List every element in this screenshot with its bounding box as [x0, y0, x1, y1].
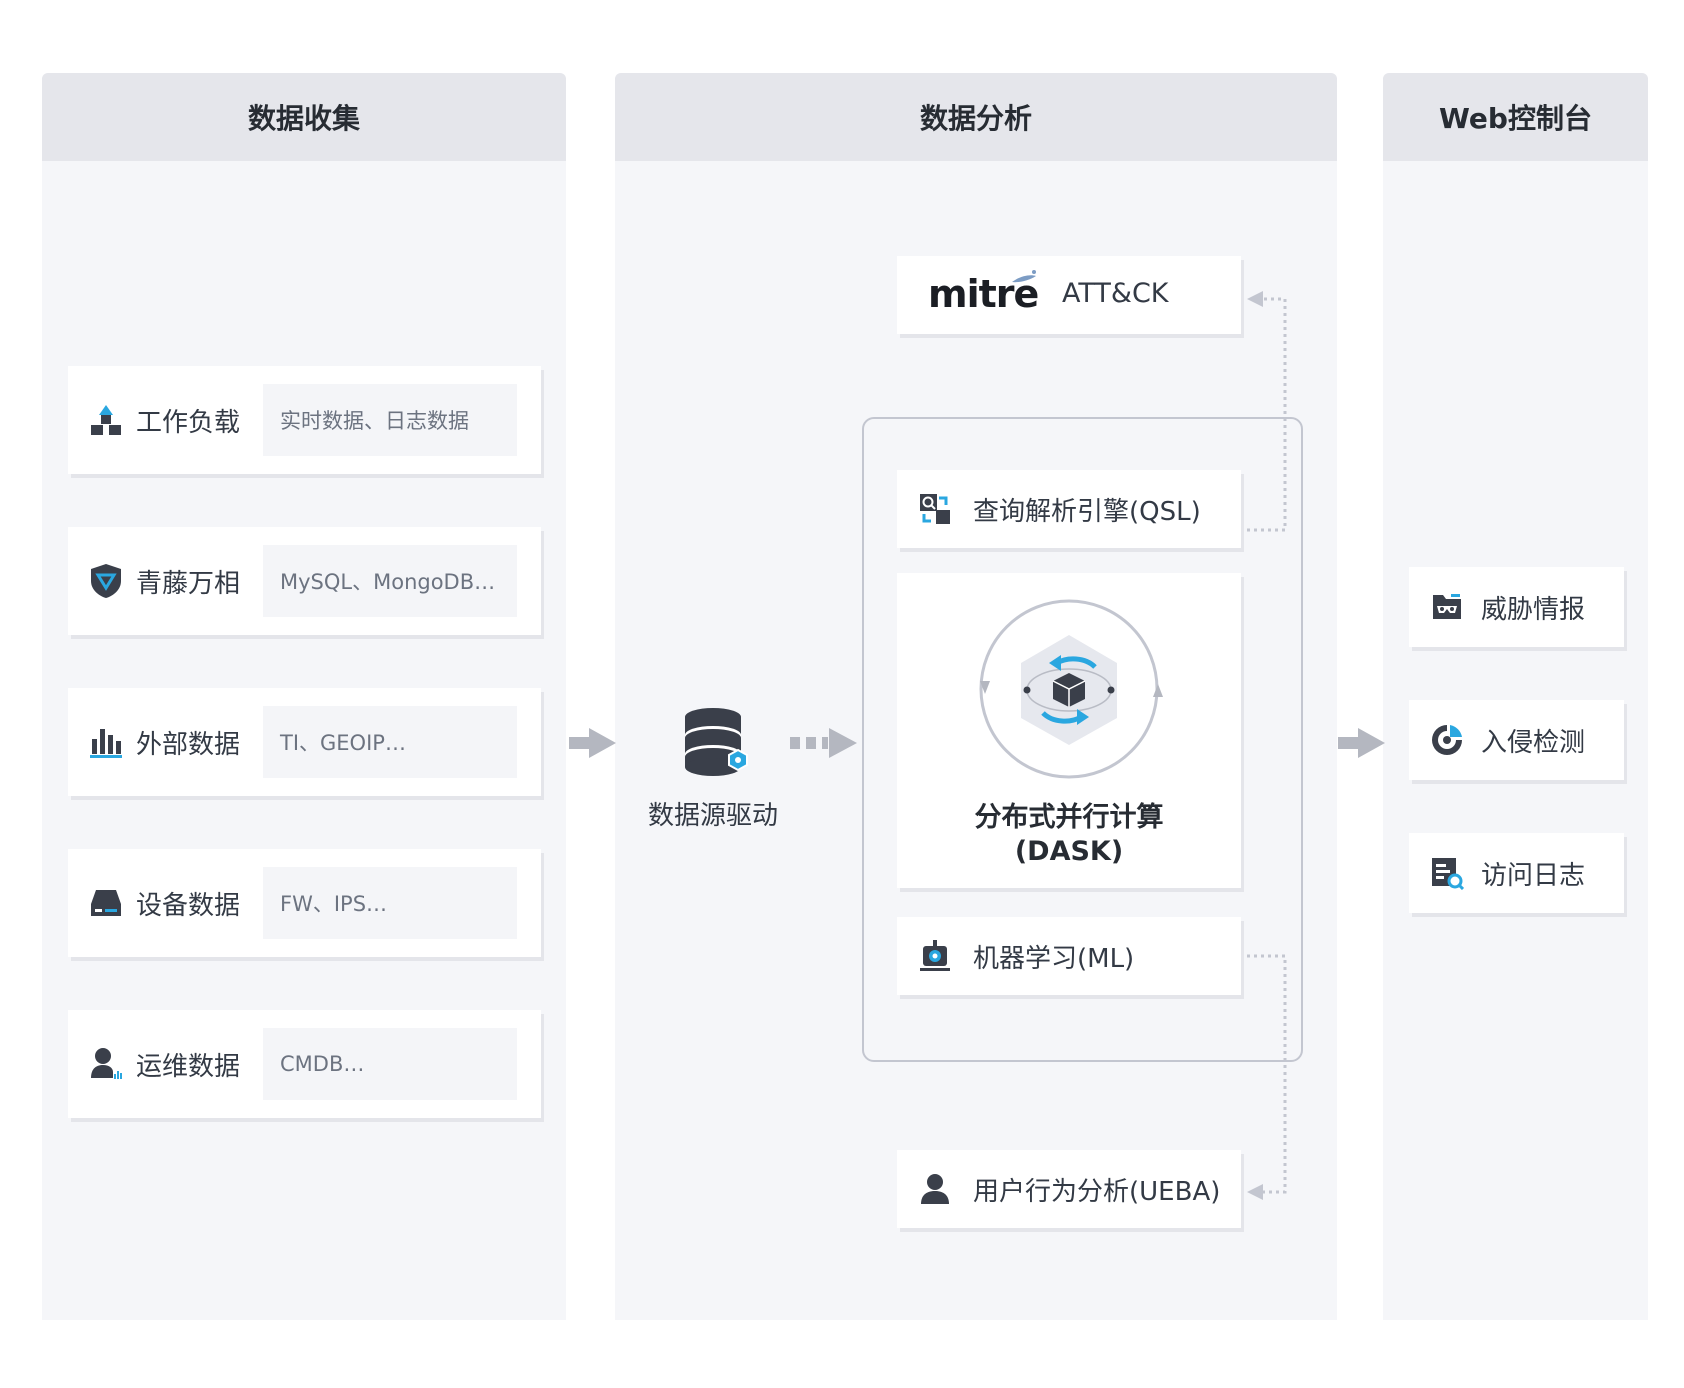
dask-title: 分布式并行计算	[974, 802, 1164, 833]
data-collection-header: 数据收集	[42, 73, 566, 161]
source-label: 外部数据	[136, 729, 241, 760]
output-card-intrusion: 入侵检测	[1409, 700, 1624, 780]
web-console-column: Web控制台	[1383, 73, 1648, 1320]
query-engine-icon	[917, 491, 953, 527]
arrow-collect-to-driver	[569, 728, 616, 758]
source-card-qingteng: 青藤万相 MySQL、MongoDB…	[68, 527, 541, 635]
source-card-external: 外部数据 TI、GEOIP…	[68, 688, 541, 796]
ueba-card: 用户行为分析(UEBA)	[897, 1150, 1241, 1228]
dask-icon	[979, 599, 1163, 779]
arrow-engine-to-console	[1338, 728, 1385, 758]
qsl-engine-card: 查询解析引擎(QSL)	[897, 470, 1241, 548]
output-card-access-log: 访问日志	[1409, 833, 1624, 913]
source-label: 青藤万相	[136, 568, 241, 599]
source-tag: CMDB…	[263, 1028, 517, 1100]
dask-card: 分布式并行计算 (DASK)	[897, 573, 1241, 888]
source-tag: FW、IPS…	[263, 867, 517, 939]
source-tag: MySQL、MongoDB…	[263, 545, 517, 617]
mitre-logo: mitre	[928, 272, 1039, 316]
source-card-device: 设备数据 FW、IPS…	[68, 849, 541, 957]
data-analysis-header: 数据分析	[615, 73, 1337, 161]
ops-user-icon	[88, 1046, 124, 1082]
intrusion-detect-icon	[1429, 722, 1465, 758]
source-card-ops: 运维数据 CMDB…	[68, 1010, 541, 1118]
source-label: 运维数据	[136, 1051, 241, 1082]
ueba-label: 用户行为分析(UEBA)	[973, 1176, 1221, 1207]
access-log-icon	[1429, 855, 1465, 891]
source-card-workload: 工作负载 实时数据、日志数据	[68, 366, 541, 474]
ml-card: 机器学习(ML)	[897, 917, 1241, 995]
ml-label: 机器学习(ML)	[973, 943, 1135, 974]
source-label: 设备数据	[136, 890, 241, 921]
dask-subtitle: (DASK)	[1014, 836, 1124, 867]
device-icon	[88, 885, 124, 921]
mitre-attck-card	[897, 256, 1241, 334]
attck-label: ATT&CK	[1062, 278, 1169, 309]
bar-chart-icon	[88, 724, 124, 760]
output-label: 威胁情报	[1481, 594, 1586, 625]
threat-intel-icon	[1429, 589, 1465, 625]
output-label: 访问日志	[1481, 860, 1586, 891]
web-console-header: Web控制台	[1383, 73, 1648, 161]
data-source-driver-label: 数据源驱动	[647, 801, 778, 831]
shield-icon	[88, 563, 124, 599]
source-tag: 实时数据、日志数据	[263, 384, 517, 456]
output-label: 入侵检测	[1481, 727, 1586, 758]
source-label: 工作负载	[136, 407, 241, 438]
user-icon	[917, 1171, 953, 1207]
output-card-threat-intel: 威胁情报	[1409, 567, 1624, 647]
workload-icon	[88, 402, 124, 438]
qsl-label: 查询解析引擎(QSL)	[973, 496, 1201, 527]
engine-group-box	[862, 417, 1303, 1062]
source-tag: TI、GEOIP…	[263, 706, 517, 778]
robot-icon	[917, 938, 953, 974]
